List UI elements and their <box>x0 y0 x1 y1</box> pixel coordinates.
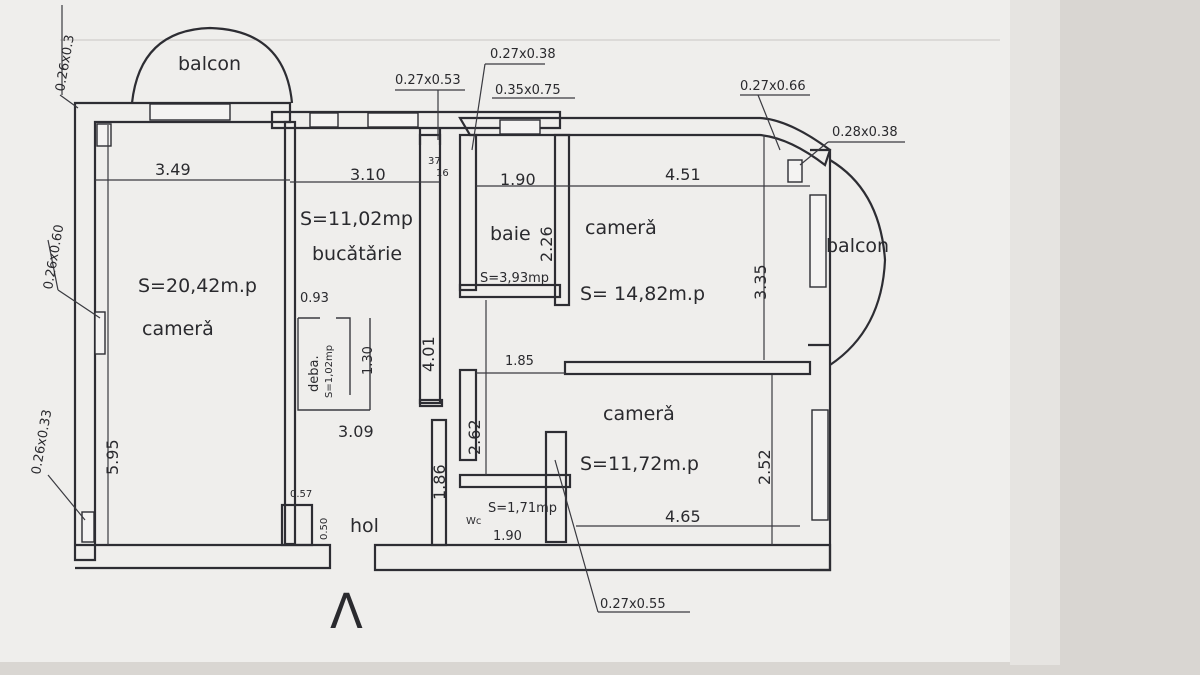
dim-310: 3.10 <box>350 165 386 184</box>
dim-401: 4.01 <box>419 336 438 372</box>
dim-451: 4.51 <box>665 165 701 184</box>
window-left-corner <box>96 123 112 147</box>
dim-226: 2.26 <box>537 226 556 262</box>
window-kitchen-2 <box>367 112 419 128</box>
camera-bottom-area: S=11,72m.p <box>580 453 699 475</box>
debara-name: deba. <box>307 355 322 392</box>
debara-area: S=1,02mp <box>324 345 335 398</box>
dim-050: 0.50 <box>319 518 330 540</box>
window-size-3: 0.27x0.38 <box>490 47 556 62</box>
window-bath <box>499 119 541 135</box>
balcon-top-arc <box>130 26 294 104</box>
dim-16: 16 <box>436 168 449 179</box>
window-size-9: 0.27x0.55 <box>600 597 666 612</box>
dim-190b: 1.90 <box>493 529 522 544</box>
window-bottom-room <box>811 409 829 521</box>
dim-093: 0.93 <box>300 291 329 306</box>
dim-309: 3.09 <box>338 422 374 441</box>
bucatarie-area: S=11,02mp <box>300 208 413 230</box>
camera-left-name: camerǎ <box>142 318 214 340</box>
dim-335: 3.35 <box>751 264 770 300</box>
window-size-6: 0.28x0.38 <box>832 125 898 140</box>
baie-name: baie <box>490 223 531 245</box>
dim-186: 1.86 <box>430 464 449 500</box>
dim-465: 4.65 <box>665 507 701 526</box>
outer-walls <box>73 101 832 572</box>
window-right-corner <box>787 159 803 183</box>
balcon-right-label: balcon <box>826 235 889 257</box>
wc-mark: Wc <box>466 516 481 527</box>
dim-262: 2.62 <box>465 419 484 455</box>
dim-130: 1.30 <box>361 346 376 375</box>
window-left-wall-2 <box>81 511 95 543</box>
dim-190: 1.90 <box>500 170 536 189</box>
dimension-lines <box>47 5 905 613</box>
baie-area: S=3,93mp <box>480 271 549 286</box>
dim-349: 3.49 <box>155 160 191 179</box>
window-size-5: 0.27x0.66 <box>740 79 806 94</box>
dim-185: 1.85 <box>505 354 534 369</box>
window-size-4: 0.35x0.75 <box>495 83 561 98</box>
balcon-top-label: balcon <box>178 53 241 75</box>
paper-right-strip <box>1010 0 1060 665</box>
camera-bottom-name: camerǎ <box>603 403 675 425</box>
north-arrow: Λ <box>330 584 363 640</box>
interior-walls <box>280 120 812 547</box>
wc-area: S=1,71mp <box>488 501 557 516</box>
bucatarie-name: bucǎtǎrie <box>312 243 402 265</box>
dim-595: 5.95 <box>103 439 122 475</box>
dim-252: 2.52 <box>755 449 774 485</box>
window-kitchen-1 <box>309 112 339 128</box>
camera-right-name: camerǎ <box>585 217 657 239</box>
hol-label: hol <box>350 515 379 537</box>
camera-left-area: S=20,42m.p <box>138 275 257 297</box>
camera-right-area: S= 14,82m.p <box>580 283 705 305</box>
window-left-wall-1 <box>94 311 106 355</box>
window-size-2: 0.27x0.53 <box>395 73 461 88</box>
dim-37: 37 <box>428 156 441 167</box>
balcon-right-arc <box>829 159 887 366</box>
window-right-room <box>809 194 827 288</box>
window-top-left <box>149 103 231 121</box>
dim-057: 0.57 <box>290 489 312 500</box>
